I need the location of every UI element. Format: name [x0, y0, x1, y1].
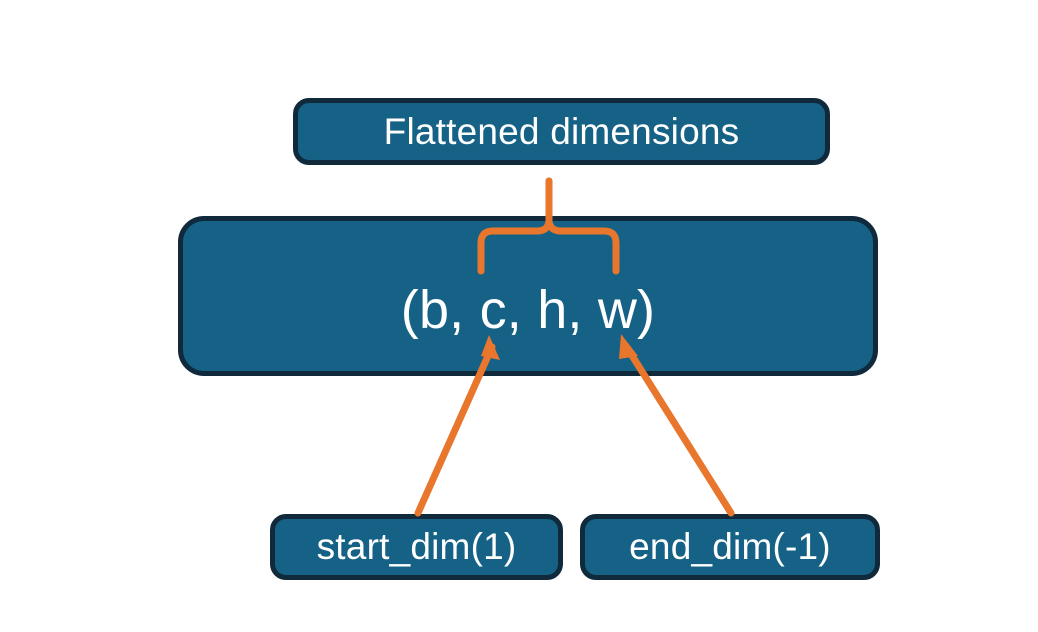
start-dim-label: start_dim(1)	[316, 526, 517, 567]
start-dim-box: start_dim(1)	[270, 514, 563, 580]
flattened-dimensions-box: Flattened dimensions	[293, 98, 830, 165]
flattened-dimensions-label: Flattened dimensions	[383, 110, 740, 152]
tensor-shape-label: (b, c, h, w)	[400, 280, 656, 340]
tensor-shape-box: (b, c, h, w)	[178, 216, 878, 376]
end-dim-label: end_dim(-1)	[629, 526, 831, 567]
end-dim-box: end_dim(-1)	[580, 514, 880, 580]
